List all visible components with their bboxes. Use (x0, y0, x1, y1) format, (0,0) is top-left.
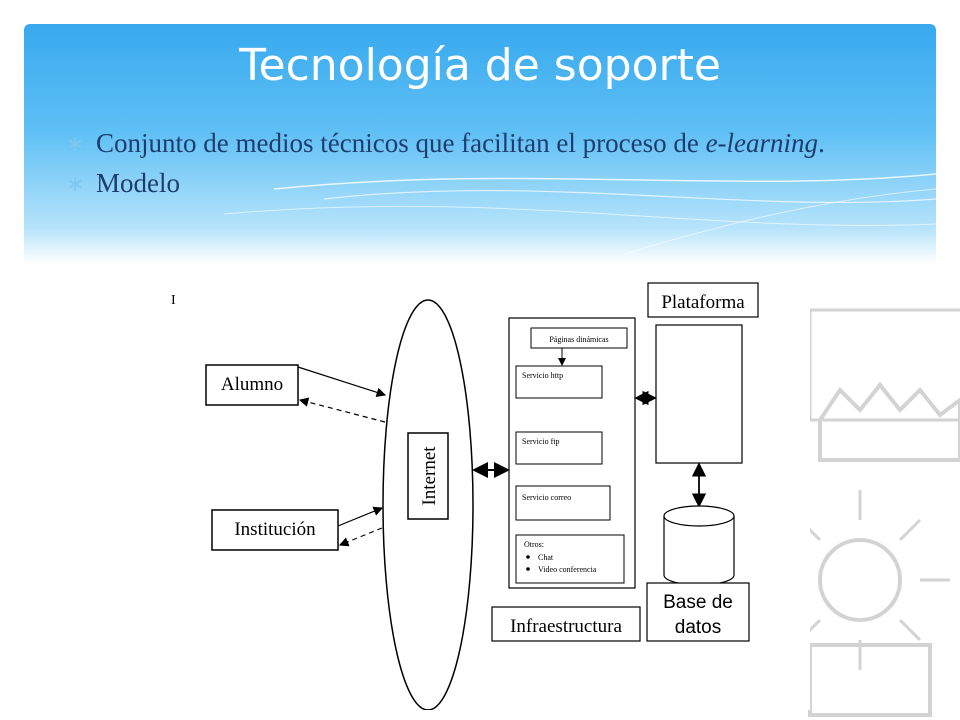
servicio-ftp-label: Servicio ftp (522, 437, 560, 446)
asterisk-bullet-icon: ∗ (66, 131, 85, 156)
plataforma-box (655, 324, 743, 464)
otros-label: Otros: (524, 540, 544, 549)
alumno-label: Alumno (221, 374, 283, 395)
paginas-dinamicas-box (530, 327, 628, 349)
title-banner (24, 24, 936, 264)
slide-title: Tecnología de soporte (239, 40, 721, 91)
bullet-item: ∗ Modelo (66, 168, 906, 198)
servicio-http-box (515, 365, 603, 399)
servicio-correo-box (515, 485, 611, 521)
bullet-item: ∗ Conjunto de medios técnicos que facili… (66, 128, 906, 158)
bullet-dot-icon (526, 555, 530, 559)
bullet-list: ∗ Conjunto de medios técnicos que facili… (66, 128, 906, 208)
base-datos-box (646, 582, 750, 642)
paginas-dinamicas-label: Páginas dinámicas (549, 335, 608, 344)
otros-box (515, 534, 625, 584)
servicio-correo-label: Servicio correo (522, 493, 571, 502)
bullet-text-italic: e-learning (705, 128, 819, 158)
internet-to-alumno-arrow (298, 397, 386, 423)
alumno-box (205, 364, 299, 406)
alumno-to-internet-arrow (297, 366, 387, 397)
internet-box (407, 432, 449, 520)
servicio-ftp-box (515, 431, 603, 465)
bullet-text-end: . (818, 128, 825, 158)
stray-mark: I (171, 293, 176, 308)
bullet-text: Modelo (96, 168, 180, 198)
database-cylinder-top (663, 505, 735, 527)
internet-to-institucion-arrow (338, 527, 383, 547)
internet-label: Internet (419, 446, 440, 506)
institucion-to-internet-arrow (337, 506, 384, 527)
plataforma-label: Plataforma (661, 292, 745, 313)
base-datos-label-2: datos (675, 617, 721, 638)
servicio-http-label: Servicio http (522, 371, 563, 380)
bullet-text: Conjunto de medios técnicos que facilita… (96, 128, 706, 158)
plataforma-label-box (647, 282, 759, 318)
infraestructura-label: Infraestructura (510, 616, 622, 637)
infraestructura-box (491, 606, 641, 642)
university-seal-watermark (803, 308, 960, 717)
otros-item-video: Video conferencia (538, 565, 597, 574)
institucion-label: Institución (234, 519, 316, 540)
e-learning-model-diagram: I Alumno Institución Internet Páginas di… (130, 270, 810, 710)
otros-item-chat: Chat (538, 553, 554, 562)
banner-waves (223, 173, 936, 255)
bullet-dot-icon (526, 567, 530, 571)
base-datos-label-1: Base de (663, 592, 733, 613)
asterisk-bullet-icon: ∗ (66, 171, 85, 196)
institucion-box (211, 509, 339, 551)
